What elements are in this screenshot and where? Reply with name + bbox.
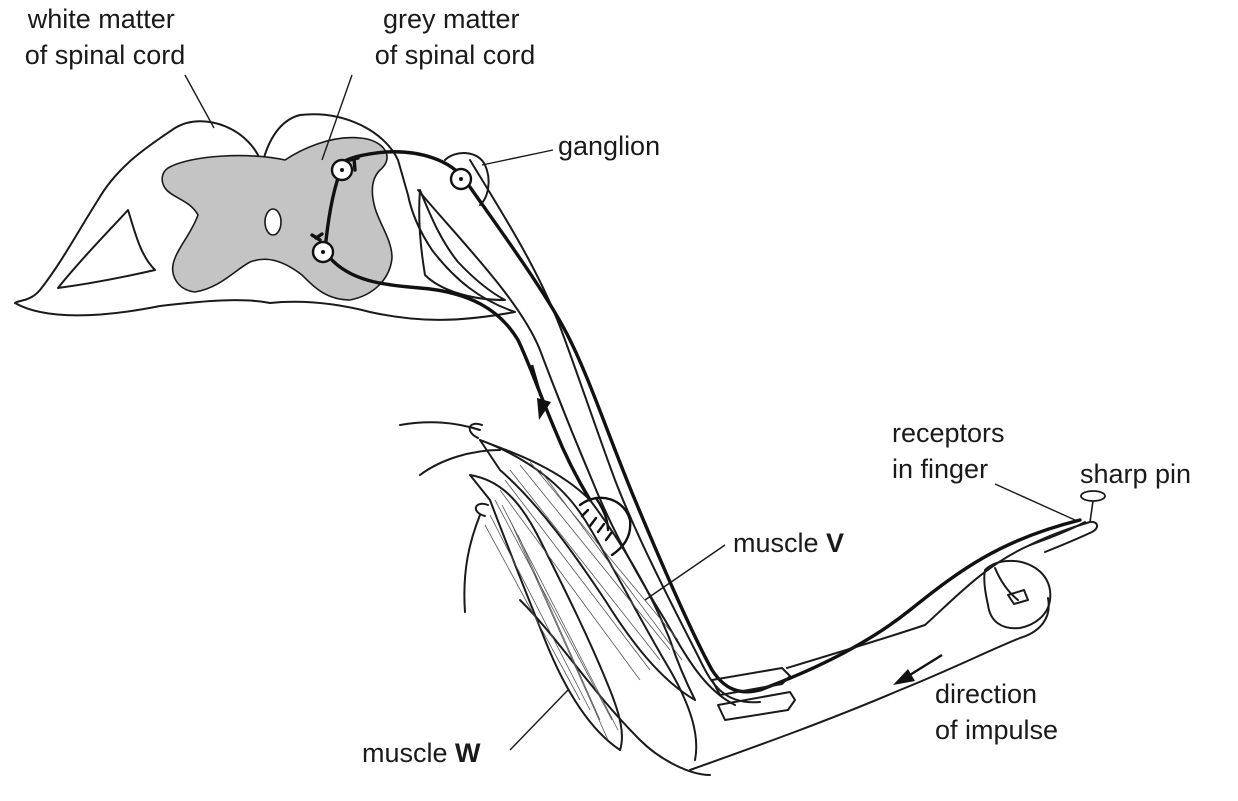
shoulder-tendons [470, 424, 488, 516]
label-white-matter: white matter of spinal cord [25, 4, 186, 70]
sharp-pin-graphic [1081, 491, 1105, 522]
leader-ganglion [482, 150, 553, 165]
muscle-w [470, 475, 622, 750]
thumb [995, 568, 1028, 604]
label-grey-matter: grey matter of spinal cord [375, 4, 536, 70]
pin-head [1081, 491, 1105, 501]
label-muscle-w: muscle W [362, 738, 481, 768]
central-canal [265, 209, 281, 235]
nerve-sheath-inner [418, 190, 735, 705]
leader-white-matter [185, 75, 214, 128]
humerus [480, 440, 696, 760]
leader-receptors [995, 484, 1075, 520]
label-muscle-v: muscle V [733, 528, 844, 558]
hand [984, 561, 1050, 628]
cell-body-relay [332, 160, 352, 180]
upper-arm-outline [400, 422, 710, 775]
label-ganglion: ganglion [558, 131, 660, 161]
cell-body-ganglion [451, 169, 471, 189]
leader-muscle-w [510, 690, 568, 750]
muscle-v [480, 440, 695, 700]
label-sharp-pin: sharp pin [1080, 459, 1191, 489]
pin-shaft [1090, 501, 1093, 522]
label-receptors: receptors in finger [892, 418, 1012, 484]
white-matter-notch-left [58, 210, 155, 288]
index-finger [1030, 522, 1097, 552]
cell-body-motor [313, 242, 333, 262]
nerve-sheath-outer [470, 160, 760, 702]
label-direction: direction of impulse [935, 679, 1058, 745]
